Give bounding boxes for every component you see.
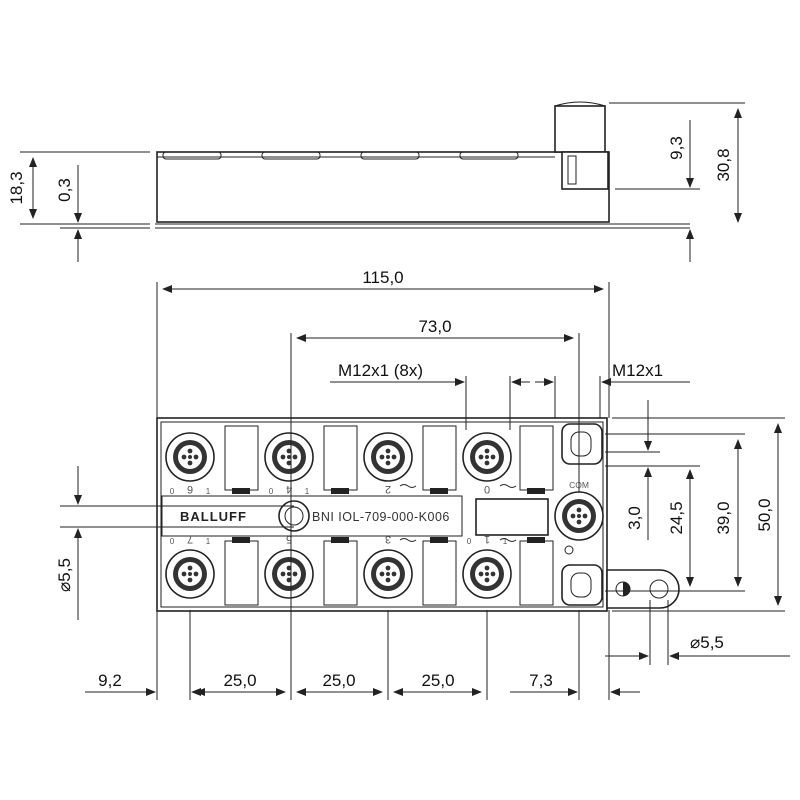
side-socket-3 [360, 151, 420, 160]
port-number-7: 7 [187, 533, 193, 545]
io-link-connector [475, 498, 549, 536]
dim-mount-hole-right: ⌀5,5 [690, 633, 724, 652]
led-windows-top [224, 425, 554, 494]
dim-offset-edge: 9,2 [98, 671, 122, 690]
dim-pitch-2: 25,0 [322, 671, 355, 690]
dim-total-height: 30,8 [714, 148, 733, 181]
m12-port-7 [165, 549, 215, 599]
m12-port-2 [363, 432, 413, 482]
pin-label: 0 [170, 537, 175, 546]
pin-label: 0 [467, 537, 472, 546]
com-connector-cap [554, 101, 606, 107]
port-row-bottom [165, 549, 512, 599]
m12-port-3 [363, 549, 413, 599]
bracket-hole [649, 579, 669, 599]
dim-overall-width: 115,0 [362, 268, 403, 287]
slot-bottom-inner [570, 572, 592, 598]
dim-h-mid: 24,5 [667, 501, 686, 534]
port-number-0: 0 [484, 483, 490, 495]
wave-icon [399, 484, 417, 488]
com-connector-base [561, 151, 609, 190]
com-connector-slot [567, 155, 577, 185]
m12-port-4 [264, 432, 314, 482]
dim-pitch-1: 25,0 [223, 671, 256, 690]
dim-pitch-3: 25,0 [421, 671, 454, 690]
mount-slot-top [561, 423, 603, 465]
side-socket-2 [261, 151, 321, 160]
dim-mount-hole-left: ⌀5,5 [55, 558, 74, 592]
port-number-2: 2 [385, 483, 391, 495]
model-number: BNI IOL-709-000-K006 [312, 510, 450, 524]
m12-port-0 [462, 432, 512, 482]
pin-label: 1 [305, 487, 310, 496]
dim-thread-com: M12x1 [612, 361, 663, 380]
dim-side-height: 18,3 [7, 171, 26, 204]
wave-icon [499, 484, 517, 488]
pin-label: 0 [269, 487, 274, 496]
side-socket-4 [459, 151, 519, 160]
pin-label: 1 [206, 537, 211, 546]
mount-slot-bottom [561, 564, 603, 606]
port-row-top [165, 432, 512, 482]
m12-port-6 [165, 432, 215, 482]
side-socket-1 [162, 151, 222, 160]
port-number-5: 5 [286, 533, 292, 545]
pin-label: 1 [503, 537, 508, 546]
side-view [155, 101, 690, 229]
side-dimensions: 18,3 0,3 9,3 30,8 [7, 102, 745, 262]
dim-side-offset: 0,3 [55, 178, 74, 202]
wave-icon [399, 538, 417, 542]
port-number-1: 1 [484, 533, 490, 545]
dim-h-big: 39,0 [714, 501, 733, 534]
led-windows-bottom [224, 537, 554, 606]
top-dimensions: 115,0 73,0 M12x1 (8x) M12x1 ⌀5,5 ⌀5,5 3,… [55, 268, 790, 700]
m12-port-1 [462, 549, 512, 599]
brand-logo: BALLUFF [180, 509, 247, 524]
port-number-6: 6 [187, 483, 193, 495]
dim-thread-ports: M12x1 (8x) [338, 361, 423, 380]
pin-label: 0 [170, 487, 175, 496]
dim-conn-height: 9,3 [667, 136, 686, 160]
dim-h-small: 3,0 [625, 506, 644, 530]
ground-mark [564, 545, 574, 555]
top-view: 6 4 2 0 7 5 3 1 0 1 0 1 0 1 0 1 BALLU [156, 417, 680, 612]
com-connector-top [554, 105, 606, 153]
dim-port-span: 73,0 [418, 317, 451, 336]
dim-offset-right: 7,3 [529, 671, 553, 690]
pin-label: 1 [206, 487, 211, 496]
side-body [156, 151, 610, 223]
slot-top-inner [570, 431, 592, 457]
port-number-4: 4 [286, 483, 292, 495]
center-mount-hole [278, 500, 310, 532]
m12-port-5 [264, 549, 314, 599]
dim-h-total: 50,0 [755, 498, 774, 531]
wave-icon [499, 538, 517, 542]
port-number-3: 3 [385, 533, 391, 545]
label-strip [161, 495, 463, 537]
